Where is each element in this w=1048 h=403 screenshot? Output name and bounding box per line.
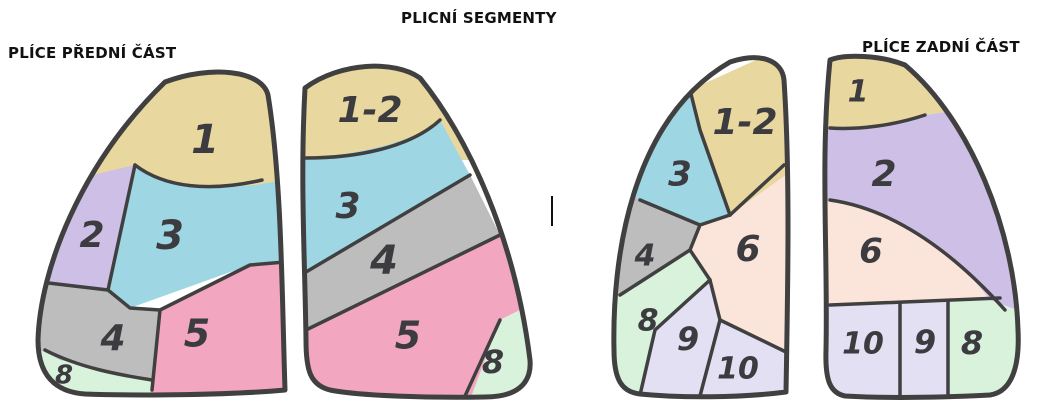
back-right-seg-9-label: 9 [914, 323, 936, 361]
front-right-seg-8-label: 8 [55, 361, 73, 391]
front-right-seg-2-label: 2 [79, 215, 104, 256]
front-left-seg-3-label: 3 [335, 186, 360, 227]
back-right-seg-8-label: 8 [961, 324, 983, 362]
back-left-seg-9-label: 9 [677, 320, 699, 358]
front-right-seg-1-label: 1 [191, 117, 219, 163]
front-right-seg-5-label: 5 [184, 312, 210, 356]
front-left-seg-4-label: 4 [369, 238, 398, 284]
front-left-seg-8-label: 8 [482, 343, 504, 381]
back-left-seg-6-label: 6 [735, 229, 760, 270]
lung-back-left [610, 40, 800, 400]
back-right-seg-10-label: 10 [842, 327, 884, 362]
back-right-seg-2-label: 2 [871, 154, 896, 195]
back-left-seg-4-label: 4 [634, 239, 656, 274]
back-left-seg-1-2-label: 1-2 [712, 102, 777, 143]
front-right-seg-4-label: 4 [99, 318, 125, 359]
front-left-seg-5-label: 5 [395, 314, 421, 358]
back-right-seg-6-label: 6 [859, 232, 883, 272]
back-left-seg-8-label: 8 [638, 304, 659, 339]
front-right-seg-3-label: 3 [156, 213, 184, 259]
back-right-seg-1-label: 1 [848, 75, 869, 110]
back-left-seg-10-label: 10 [717, 352, 759, 387]
front-left-seg-1-2-label: 1-2 [337, 90, 402, 131]
back-left-seg-3-label: 3 [668, 155, 692, 195]
